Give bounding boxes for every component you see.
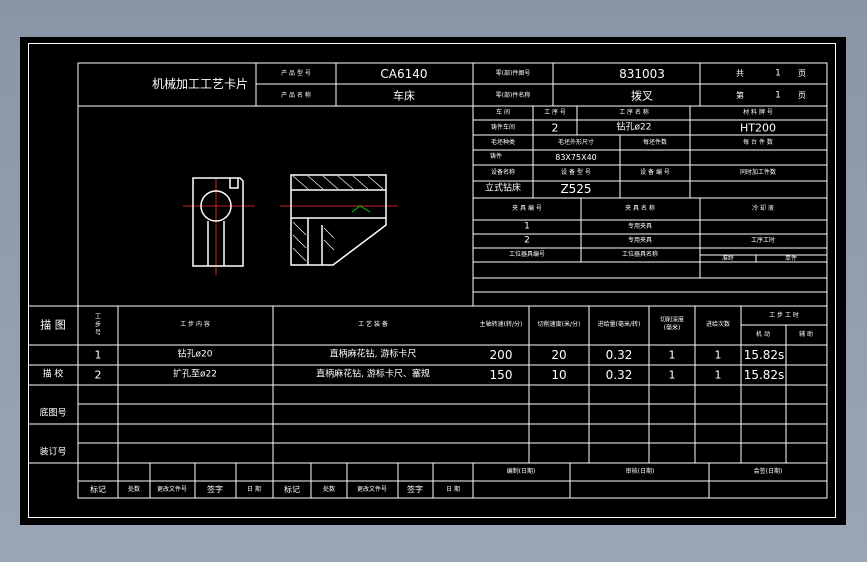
- fixture-row-no: 1: [524, 221, 530, 232]
- blank-size: 83X75X40: [555, 153, 597, 162]
- per-unit-label: 每 台 件 数: [743, 139, 773, 146]
- blank-parts-label: 每坯件数: [642, 139, 668, 146]
- place-count-label: 处数: [127, 486, 141, 493]
- operation-no: 2: [551, 121, 559, 135]
- page-number: 1: [775, 90, 781, 101]
- machine-time-label: 机 动: [756, 331, 770, 338]
- desc-label: 描 图: [40, 318, 66, 332]
- row-equipment: 直柄麻花钻, 游标卡尺、塞规: [316, 369, 430, 380]
- product-name-label: 产 品 名 称: [281, 92, 311, 99]
- spindle-speed-label: 主轴转速(转/分): [479, 320, 523, 328]
- part-name-label: 零(部)件名称: [495, 92, 531, 99]
- change-doc-label: 更改文件号: [156, 486, 188, 493]
- step-content-label: 工 步 内 容: [180, 321, 210, 328]
- workshop-label: 车 间: [496, 109, 510, 116]
- step-no-label: 工步号: [94, 313, 101, 336]
- unit-time-label: 单件: [784, 255, 798, 262]
- fixture-no-label: 夹 具 编 号: [512, 205, 542, 212]
- row-speed: 200: [489, 348, 513, 362]
- drawing-border: [28, 43, 836, 518]
- row-depth: 1: [668, 348, 676, 362]
- row-speed: 150: [489, 368, 513, 382]
- equipment-name: 立式钻床: [484, 183, 522, 194]
- row-cut-speed: 10: [551, 368, 567, 382]
- row-feed: 0.32: [605, 368, 633, 382]
- material: HT200: [740, 121, 776, 135]
- binding-label: 装订号: [39, 447, 67, 458]
- equipment-model: Z525: [560, 182, 592, 196]
- equipment-name-label: 设备名称: [490, 169, 516, 176]
- equipment-no-label: 设 备 编 号: [640, 169, 670, 176]
- signature-label: 签字: [207, 485, 223, 494]
- drawing-sheet: [20, 37, 846, 525]
- operation-name-label: 工 序 名 称: [619, 109, 649, 116]
- cutting-speed-label: 切削速度(米/分): [537, 320, 581, 328]
- row-passes: 1: [714, 348, 722, 362]
- row-content: 钻孔ø20: [177, 349, 213, 360]
- part-drawing-number: 831003: [619, 67, 665, 81]
- row-equipment: 直柄麻花钻, 游标卡尺: [329, 349, 417, 360]
- prep-time-label: 准终: [721, 255, 735, 262]
- aux-time-label: 辅 助: [799, 331, 813, 338]
- equipment-model-label: 设 备 型 号: [561, 169, 591, 176]
- operation-time-label: 工序工时: [750, 237, 776, 244]
- fixture-row-name: 专用夹具: [627, 237, 653, 244]
- page-label: 第: [736, 91, 744, 100]
- feed-rate-label: 进给量(毫米/转): [597, 320, 641, 328]
- row-cut-speed: 20: [551, 348, 567, 362]
- place-count-label: 处数: [322, 486, 336, 493]
- row-step: 1: [94, 348, 102, 362]
- material-label: 材 料 牌 号: [743, 109, 773, 116]
- page-unit-label: 页: [798, 91, 806, 100]
- operation-name: 钻孔ø22: [616, 122, 652, 133]
- cut-depth-label: 切削深度(毫米): [659, 316, 684, 332]
- mark-label: 标记: [284, 485, 300, 494]
- fixture-name-label: 夹 具 名 称: [625, 205, 655, 212]
- step-hours-label: 工 步 工 时: [769, 312, 799, 319]
- compile-label: 编制(日期): [506, 468, 536, 475]
- date-label: 日 期: [247, 486, 261, 493]
- blank-type: 铸件: [489, 153, 503, 160]
- mark-label: 标记: [90, 485, 106, 494]
- product-model-label: 产 品 型 号: [281, 70, 311, 77]
- blank-type-label: 毛坯种类: [490, 139, 516, 146]
- row-time: 15.82s: [743, 348, 785, 362]
- row-feed: 0.32: [605, 348, 633, 362]
- concurrent-label: 同时加工件数: [739, 169, 777, 176]
- base-drawing-label: 底图号: [39, 408, 67, 419]
- station-name-label: 工位器具名称: [621, 251, 659, 258]
- blank-size-label: 毛坯外形尺寸: [557, 139, 595, 146]
- trace-label: 描 校: [42, 369, 64, 380]
- row-passes: 1: [714, 368, 722, 382]
- row-step: 2: [94, 368, 102, 382]
- station-no-label: 工位器具编号: [508, 251, 546, 258]
- workshop-value: 铸件车间: [490, 124, 516, 131]
- total-label: 共: [736, 69, 744, 78]
- review-label: 审核(日期): [625, 468, 655, 475]
- row-depth: 1: [668, 368, 676, 382]
- product-name: 车床: [393, 89, 415, 103]
- operation-no-label: 工 序 号: [544, 109, 566, 116]
- feed-passes-label: 进给次数: [705, 320, 730, 328]
- row-time: 15.82s: [743, 368, 785, 382]
- coolant-label: 冷 却 液: [752, 205, 774, 212]
- fixture-row-no: 2: [524, 235, 530, 246]
- part-name: 拨叉: [631, 89, 653, 103]
- part-drawing-label: 零(部)件图号: [495, 70, 531, 77]
- date-label: 日 期: [446, 486, 460, 493]
- card-title: 机械加工工艺卡片: [151, 77, 249, 91]
- change-doc-label: 更改文件号: [356, 486, 388, 493]
- countersign-label: 会签(日期): [753, 468, 783, 475]
- signature-label: 签字: [407, 485, 423, 494]
- total-count: 1: [775, 68, 781, 79]
- fixture-row-name: 专用夹具: [627, 223, 653, 230]
- total-page-label: 页: [798, 69, 806, 78]
- product-model: CA6140: [380, 67, 428, 81]
- row-content: 扩孔至ø22: [173, 369, 217, 380]
- process-equipment-label: 工 艺 装 备: [358, 321, 388, 328]
